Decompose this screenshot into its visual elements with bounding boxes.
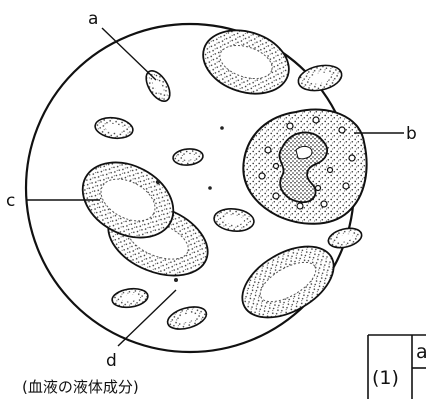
label-c: c (6, 191, 15, 211)
platelet (208, 186, 212, 190)
label-a: a (88, 9, 98, 29)
answer-table-row-label: (1) (372, 367, 399, 389)
label-d: d (106, 351, 117, 371)
label-b: b (406, 124, 417, 144)
liquid-component-caption: (血液の液体成分) (22, 378, 139, 396)
platelet (174, 278, 178, 282)
platelet (156, 180, 160, 184)
platelet (220, 126, 224, 130)
answer-table-cell-fragment: a (416, 341, 426, 363)
white-blood-cell-b (243, 110, 366, 224)
